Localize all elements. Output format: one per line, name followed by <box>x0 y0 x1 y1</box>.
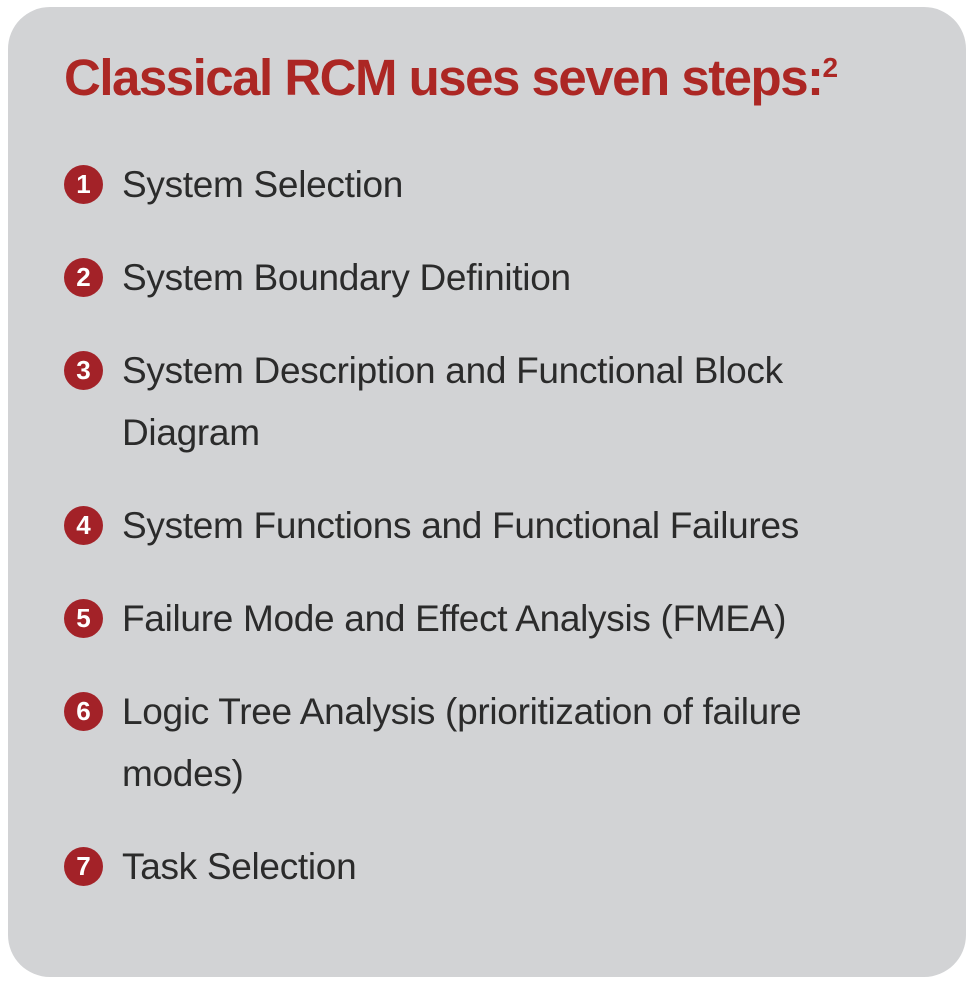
step-number-badge: 1 <box>64 164 103 204</box>
step-label: System Boundary Definition <box>122 256 571 298</box>
step-number-badge: 7 <box>64 846 103 886</box>
card-title: Classical RCM uses seven steps:2 <box>64 49 918 108</box>
list-item: 4 System Functions and Functional Failur… <box>64 495 918 557</box>
card-title-text: Classical RCM uses seven steps: <box>64 49 824 106</box>
list-item: 6 Logic Tree Analysis (prioritization of… <box>64 681 918 805</box>
step-label: Failure Mode and Effect Analysis (FMEA) <box>122 597 787 639</box>
steps-list: 1 System Selection 2 System Boundary Def… <box>64 154 918 898</box>
list-item: 7 Task Selection <box>64 836 918 898</box>
step-number-badge: 2 <box>64 257 103 297</box>
list-item: 2 System Boundary Definition <box>64 247 918 309</box>
step-label: System Description and Functional Block … <box>122 349 783 453</box>
footnote-reference: 2 <box>822 52 839 83</box>
rcm-steps-card: Classical RCM uses seven steps:2 1 Syste… <box>8 7 966 977</box>
step-label: Logic Tree Analysis (prioritization of f… <box>122 690 802 794</box>
step-label: System Selection <box>122 163 404 205</box>
step-number-badge: 6 <box>64 691 103 731</box>
step-number-badge: 4 <box>64 505 103 545</box>
step-label: System Functions and Functional Failures <box>122 504 799 546</box>
step-number-badge: 5 <box>64 598 103 638</box>
step-number-badge: 3 <box>64 350 103 390</box>
list-item: 1 System Selection <box>64 154 918 216</box>
list-item: 5 Failure Mode and Effect Analysis (FMEA… <box>64 588 918 650</box>
step-label: Task Selection <box>122 845 357 887</box>
list-item: 3 System Description and Functional Bloc… <box>64 340 918 464</box>
